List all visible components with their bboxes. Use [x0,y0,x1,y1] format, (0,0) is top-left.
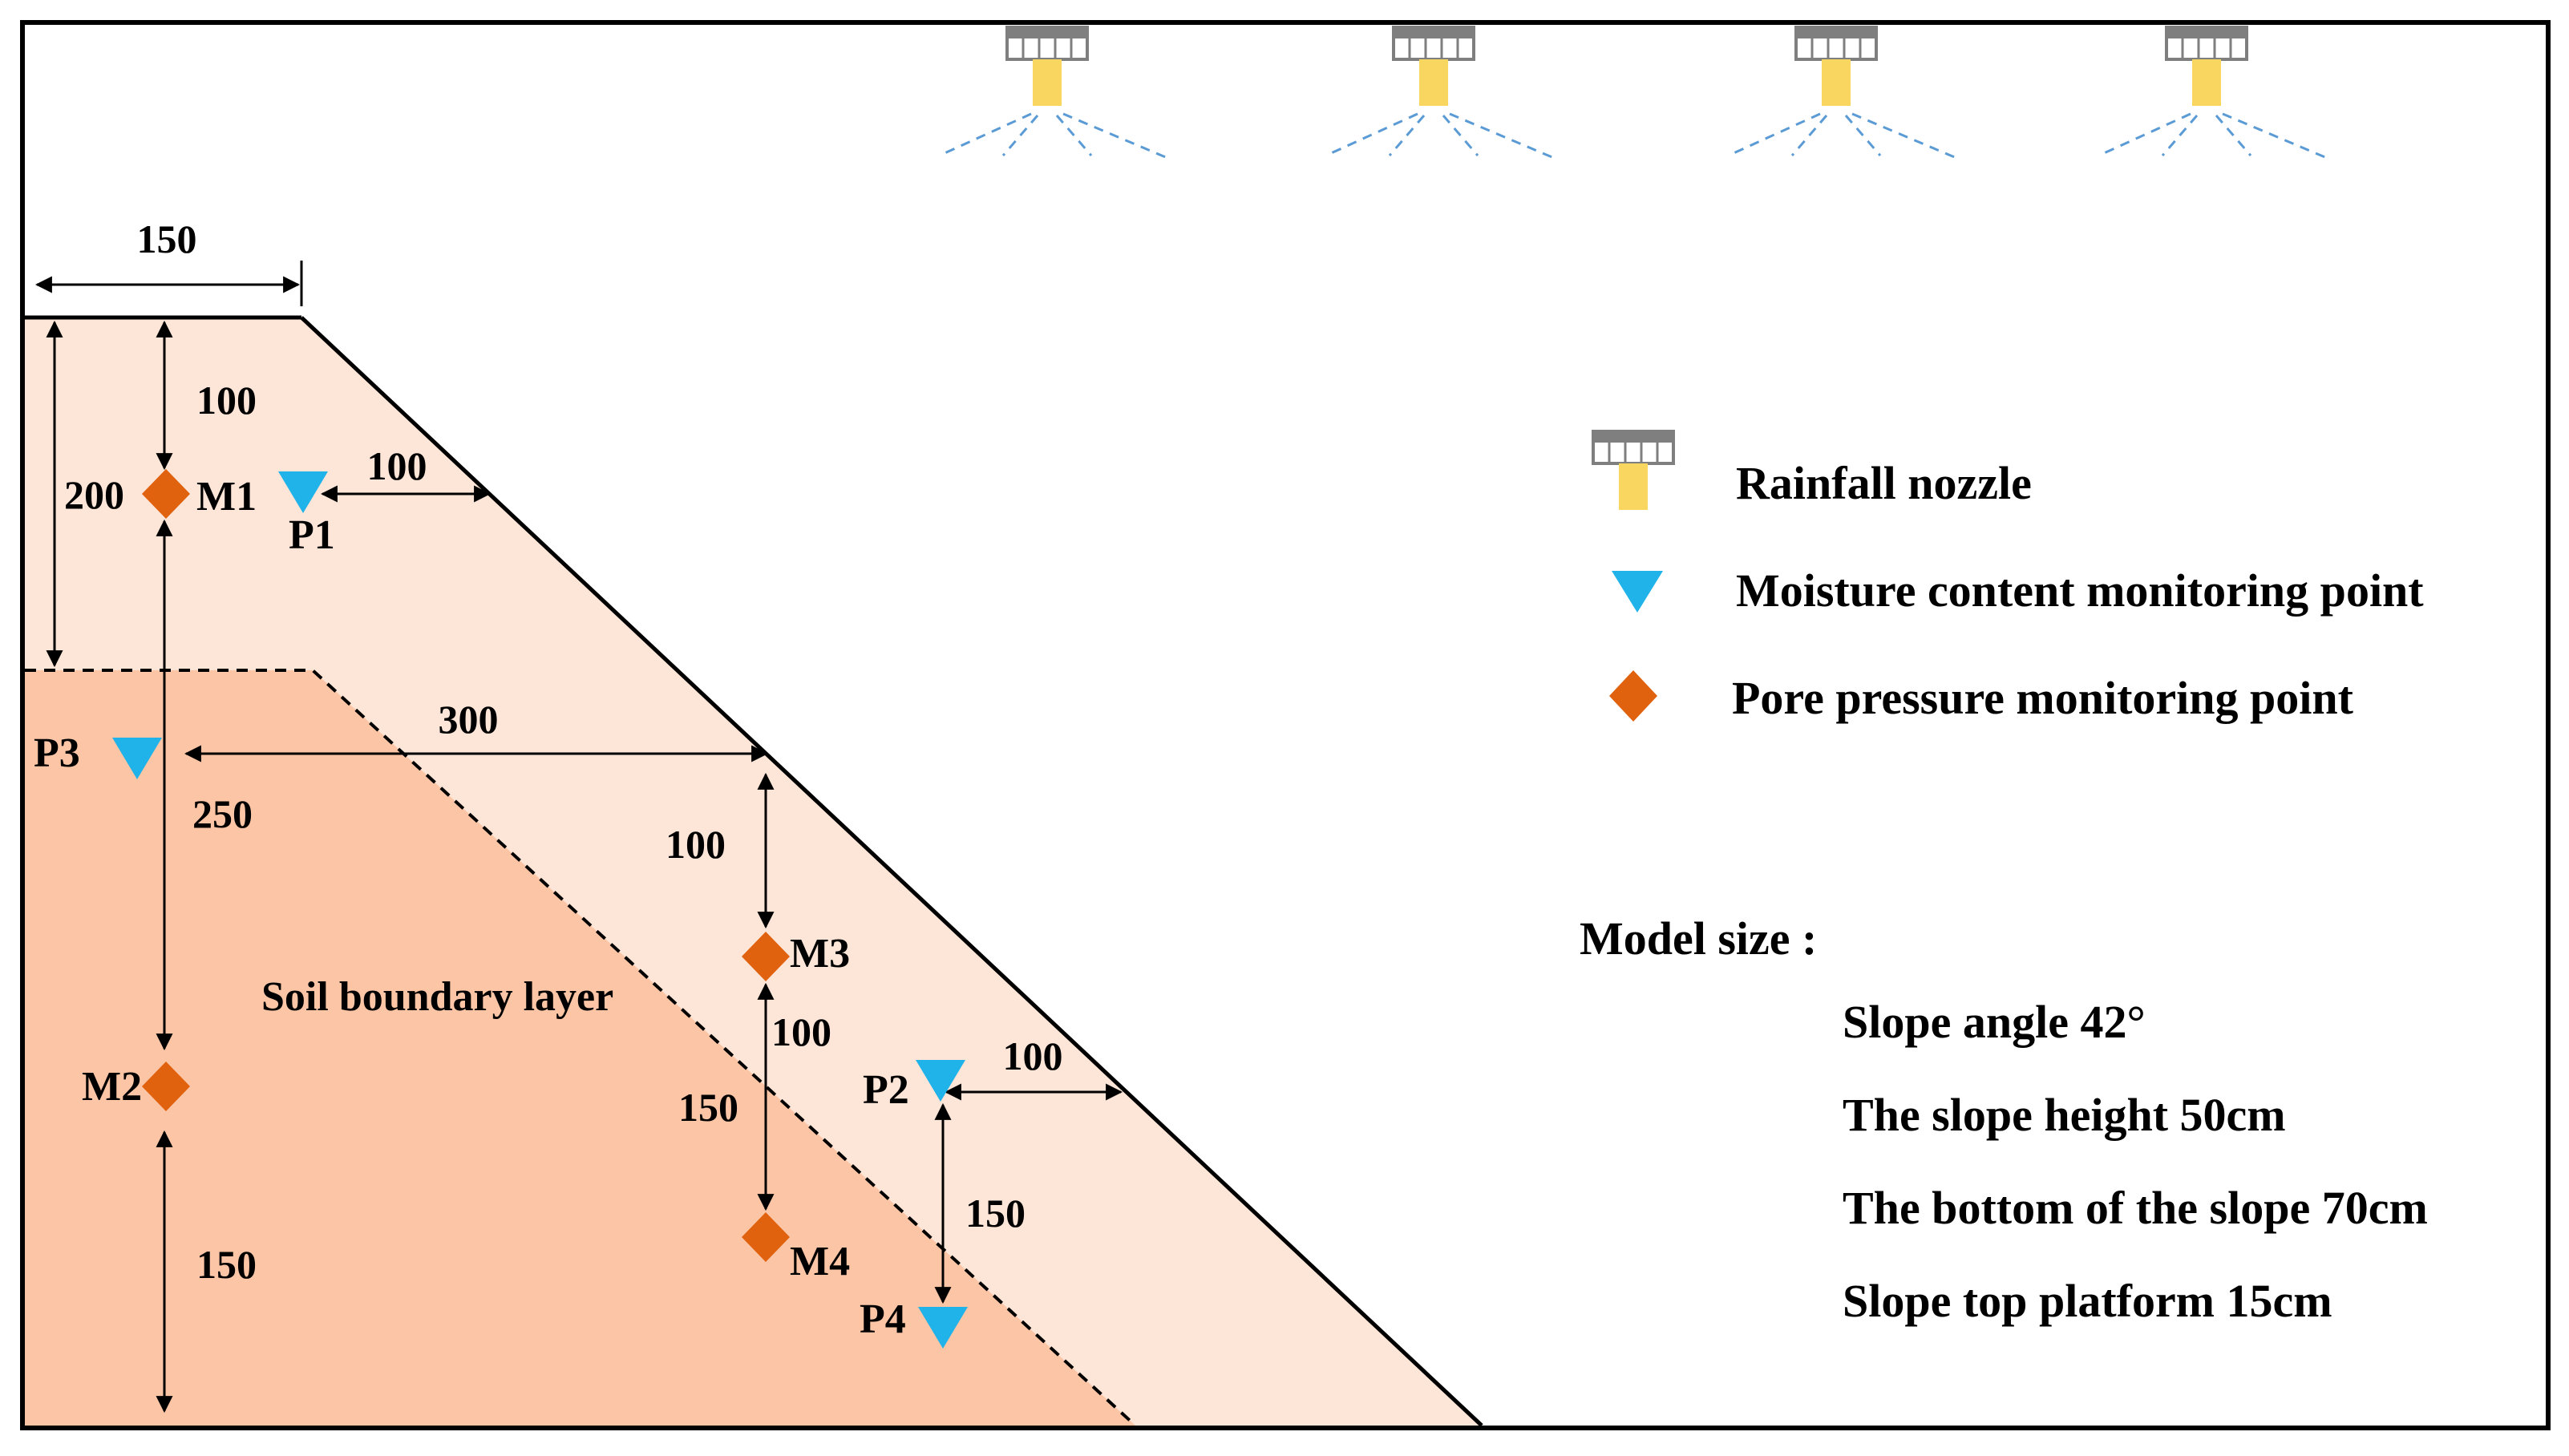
p1-slope-label: 100 [367,443,427,488]
model-size-heading: Model size : [1580,912,1817,965]
diamond-icon [1609,670,1657,722]
m1-depth-label: 100 [196,378,257,423]
p3-slope-label: 300 [439,697,499,742]
legend-label-nozzle: Rainfall nozzle [1736,457,2032,509]
model-size-line-3: The bottom of the slope 70cm [1843,1182,2428,1234]
m2-label: M2 [82,1064,142,1110]
m1-m2-label: 250 [192,791,253,836]
legend: Rainfall nozzle Moisture content monitor… [1590,428,2424,724]
m2-bottom-label: 150 [196,1242,257,1287]
model-size-line-4: Slope top platform 15cm [1843,1275,2332,1327]
p4-marker [918,1307,968,1349]
m2-marker [142,1062,190,1111]
m3-marker [742,932,790,981]
p2-p4-label: 150 [965,1191,1026,1236]
p1-label: P1 [289,512,335,558]
upper-layer-depth-label: 200 [64,472,124,517]
model-size-line-2: The slope height 50cm [1843,1089,2286,1141]
p3-label: P3 [34,730,80,776]
slope-surface [300,316,1483,1427]
model-size-block: Model size : Slope angle 42° The slope h… [1580,912,2428,1327]
legend-label-moisture: Moisture content monitoring point [1736,564,2424,617]
m4-marker [742,1212,790,1262]
p1-marker [278,471,328,513]
lower-soil-layer [25,670,1135,1426]
model-size-line-1: Slope angle 42° [1843,996,2146,1048]
slope-m3-label: 100 [666,822,726,867]
p4-label: P4 [860,1296,906,1342]
p2-slope-label: 100 [1003,1033,1063,1078]
top-width-label: 150 [137,216,197,261]
m3-m4-lower-label: 150 [678,1085,738,1130]
m3-label: M3 [790,931,850,977]
m1-label: M1 [196,474,257,520]
p2-label: P2 [863,1067,909,1113]
p3-marker [112,738,162,779]
legend-label-pore: Pore pressure monitoring point [1732,672,2354,724]
m4-label: M4 [790,1239,850,1284]
triangle-down-icon [1612,571,1663,613]
m3-m4-upper-label: 100 [771,1009,831,1054]
p2-marker [916,1060,965,1102]
m1-marker [142,469,190,519]
soil-boundary-label: Soil boundary layer [261,974,613,1020]
